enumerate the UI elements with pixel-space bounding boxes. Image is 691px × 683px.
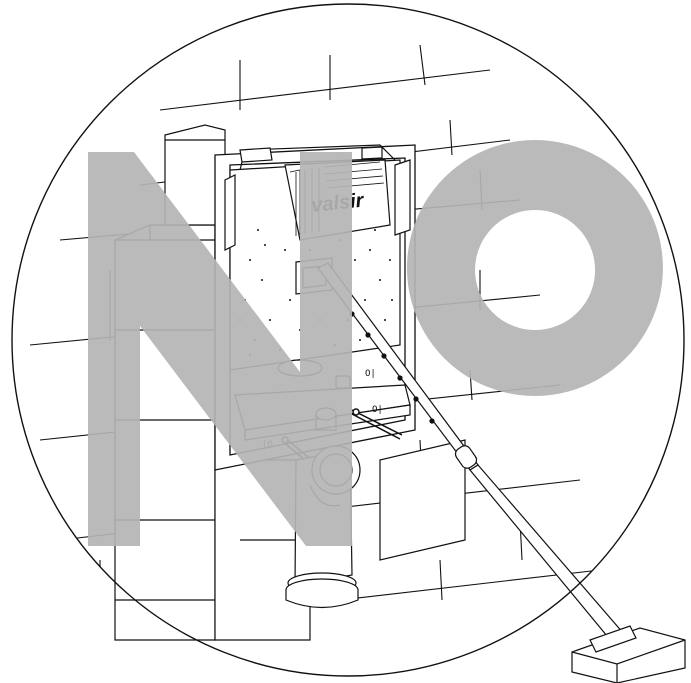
valve-label-right: O| [372,405,383,415]
support-block [571,625,686,683]
valve-label-upper: O| [365,369,376,379]
watermark-text: NO [0,0,24,4]
block-column-right [379,439,466,561]
vignette-circle [11,3,685,677]
prohibition-watermark [88,140,663,546]
